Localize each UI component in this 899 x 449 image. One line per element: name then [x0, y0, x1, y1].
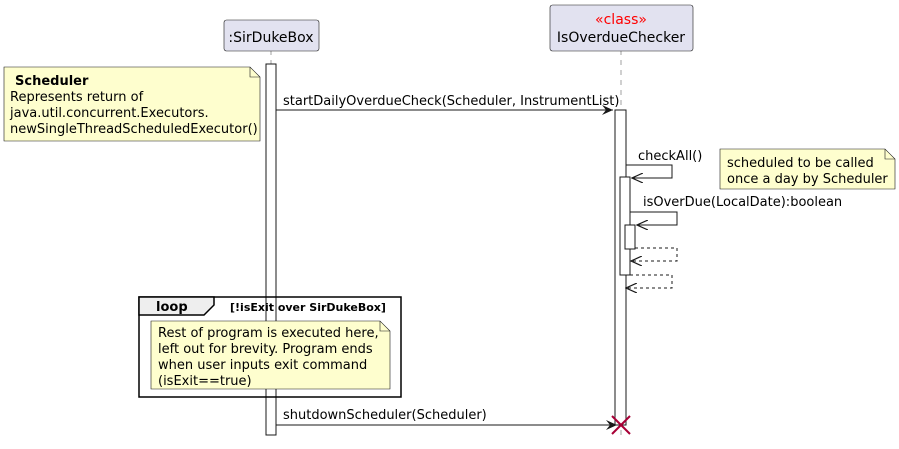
note-scheduler-line: newSingleThreadScheduledExecutor(): [10, 122, 258, 137]
message-start-daily-overdue-check: startDailyOverdueCheck(Scheduler, Instru…: [276, 94, 619, 115]
participant-sirdukebox: :SirDukeBox: [223, 19, 320, 52]
loop-keyword: loop: [156, 300, 188, 315]
message-isoverdue: isOverDue(LocalDate):boolean: [630, 195, 842, 225]
return-checkall: [626, 274, 673, 288]
message-label: shutdownScheduler(Scheduler): [283, 408, 487, 423]
return-isoverdue: [631, 247, 678, 261]
message-label: startDailyOverdueCheck(Scheduler, Instru…: [283, 94, 619, 109]
note-scheduler: Scheduler Represents return of java.util…: [3, 66, 261, 142]
participant-sirdukebox-label: :SirDukeBox: [228, 30, 313, 46]
loop-guard: [!isExit over SirDukeBox]: [230, 301, 386, 314]
participant-checker: «class» IsOverdueChecker: [549, 4, 694, 52]
note-scheduler-line: java.util.concurrent.Executors.: [9, 106, 209, 121]
message-label: isOverDue(LocalDate):boolean: [643, 195, 842, 210]
note-scheduler-line: Represents return of: [10, 90, 144, 105]
loop-fragment: loop [!isExit over SirDukeBox]: [138, 296, 402, 398]
message-label: checkAll(): [638, 149, 702, 164]
note-rest-line: when user inputs exit command: [158, 358, 367, 373]
note-rest-line: left out for brevity. Program ends: [158, 342, 373, 357]
participant-checker-label: IsOverdueChecker: [557, 30, 685, 46]
note-rest-of-program: Rest of program is executed here, left o…: [150, 320, 391, 390]
message-checkall: checkAll(): [626, 149, 702, 178]
participant-checker-stereotype: «class»: [595, 12, 647, 28]
activation-sirdukebox: [265, 63, 277, 436]
note-scheduler-title: Scheduler: [15, 74, 89, 89]
message-shutdown-scheduler: shutdownScheduler(Scheduler): [276, 408, 617, 430]
note-scheduled-line: once a day by Scheduler: [727, 172, 888, 187]
destroy-x-icon: [611, 415, 631, 435]
activation-checker-isoverdue: [624, 224, 636, 250]
note-scheduled-line: scheduled to be called: [727, 156, 874, 171]
note-rest-line: Rest of program is executed here,: [158, 326, 379, 341]
note-scheduled: scheduled to be called once a day by Sch…: [719, 148, 896, 190]
note-rest-line: (isExit==true): [158, 374, 252, 389]
